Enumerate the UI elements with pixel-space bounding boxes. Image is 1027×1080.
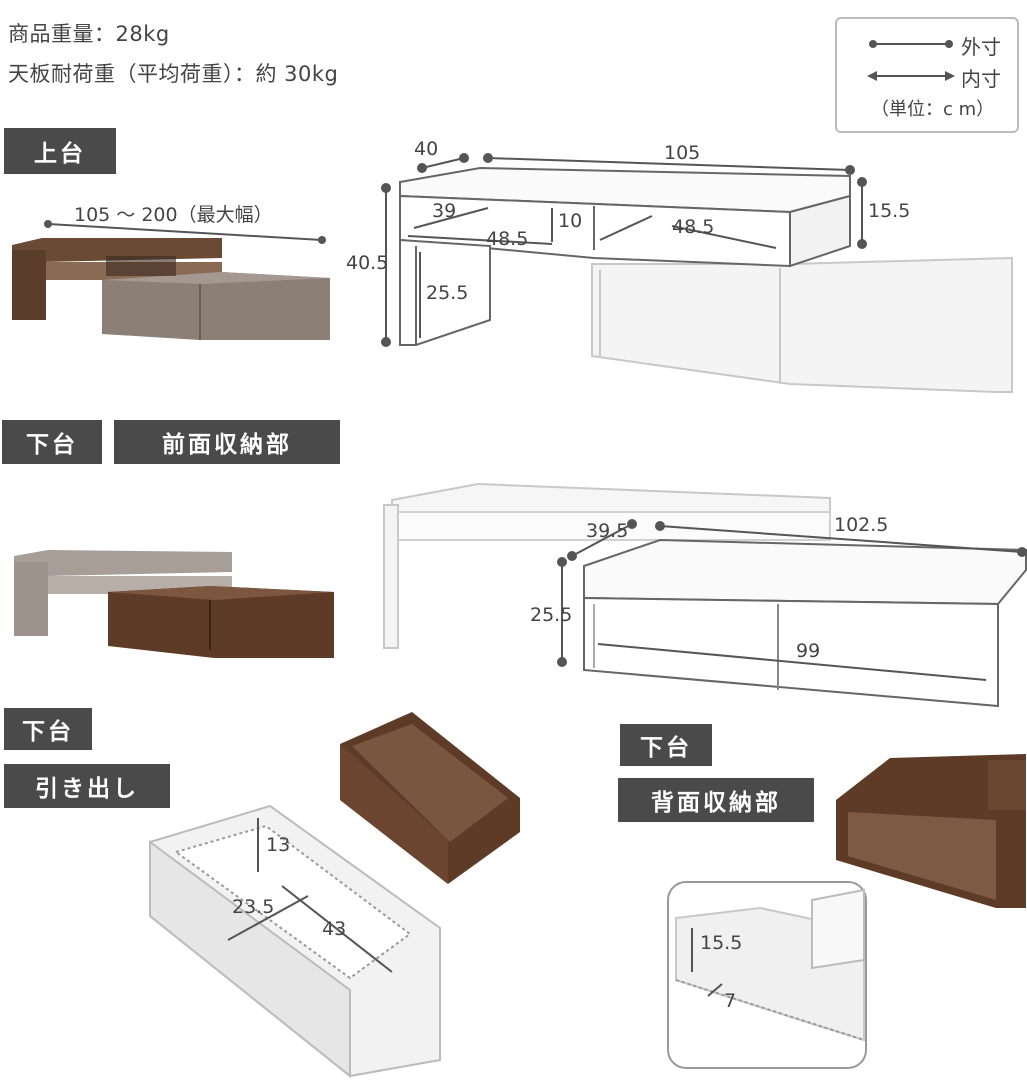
- tag-front-storage: 前面収納部: [114, 420, 340, 464]
- dim-upper-inner-48-5a: 48.5: [486, 228, 529, 250]
- dim-upper-inner-48-5b: 48.5: [672, 216, 715, 238]
- tag-upper: 上台: [4, 128, 116, 174]
- dim-lower-inner-width: 99: [796, 640, 821, 662]
- legend-box: 外寸 内寸 （単位：c m）: [835, 17, 1019, 133]
- dim-upper-width: 105: [664, 142, 701, 164]
- dim-upper-depth: 40: [414, 138, 439, 160]
- dim-back-depth: 7: [724, 990, 737, 1012]
- dim-back-height: 15.5: [700, 932, 743, 954]
- dim-lower-depth: 39.5: [586, 520, 629, 542]
- legend-outer: 外寸: [961, 35, 1001, 59]
- tag-back-storage: 背面収納部: [618, 778, 814, 822]
- dim-drawer-width: 43: [322, 918, 347, 940]
- dim-upper-total-height: 40.5: [346, 252, 389, 274]
- lower-thumbnail-image: [14, 550, 334, 658]
- back-storage-photo-image: [836, 754, 1026, 908]
- dim-lower-width: 102.5: [834, 514, 889, 536]
- tag-lower-3: 下台: [620, 724, 712, 766]
- dim-lower-height: 25.5: [530, 604, 573, 626]
- dim-drawer-depth: 23.5: [232, 896, 275, 918]
- weight-spec: 商品重量：28kg: [8, 22, 170, 46]
- dim-upper-inner-39: 39: [432, 200, 457, 222]
- tag-drawer: 引き出し: [4, 764, 170, 808]
- tag-lower-1: 下台: [2, 420, 102, 464]
- dim-upper-top-height: 15.5: [868, 200, 911, 222]
- drawer-photo-image: [340, 712, 520, 884]
- upper-thumbnail-image: [12, 238, 330, 340]
- dim-drawer-height: 13: [266, 834, 291, 856]
- legend-arrows-icon: [867, 40, 955, 81]
- load-spec: 天板耐荷重（平均荷重）：約 30kg: [8, 62, 339, 86]
- dim-upper-inner-10: 10: [558, 210, 583, 232]
- dim-upper-leg-height: 25.5: [426, 282, 469, 304]
- dim-upper-range: 105 ～ 200（最大幅）: [74, 204, 273, 226]
- legend-inner: 内寸: [961, 67, 1001, 91]
- tag-lower-2: 下台: [4, 708, 92, 750]
- legend-unit: （単位：c m）: [871, 99, 995, 120]
